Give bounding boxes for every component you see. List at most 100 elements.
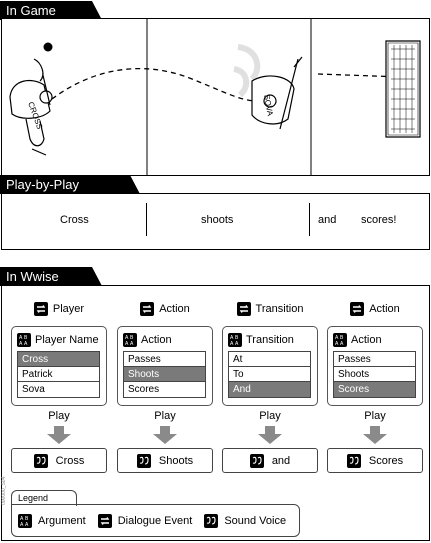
- sound-voice-icon: [346, 453, 361, 468]
- legend-item-sound-voice: Sound Voice: [204, 513, 287, 528]
- in-game-panel: CROSS SOVA: [1, 18, 430, 176]
- argument-option[interactable]: Cross: [18, 352, 99, 367]
- play-label: Play: [364, 410, 386, 422]
- card-title: Action: [351, 334, 382, 346]
- result-label: Scores: [368, 454, 404, 467]
- argument-option[interactable]: Shoots: [124, 367, 205, 382]
- result-label: and: [271, 454, 291, 467]
- svg-text:A: A: [125, 335, 129, 341]
- argument-option[interactable]: Shoots: [334, 367, 415, 382]
- down-arrow-icon: [258, 426, 282, 444]
- column-header-label: Transition: [255, 303, 304, 315]
- argument-option[interactable]: Passes: [334, 352, 415, 367]
- argument-option[interactable]: Patrick: [18, 367, 99, 382]
- argument-option[interactable]: To: [229, 367, 310, 382]
- section-title: In Wwise: [6, 269, 59, 284]
- play-label: Play: [48, 410, 70, 422]
- sound-voice-icon: [249, 453, 264, 468]
- column-header: Player: [11, 298, 107, 320]
- sound-voice-result: Shoots: [117, 448, 213, 473]
- sound-voice-icon: [204, 513, 219, 528]
- argument-option[interactable]: And: [229, 382, 310, 397]
- legend-label: Argument: [38, 514, 86, 527]
- svg-text:A: A: [235, 341, 239, 347]
- svg-text:B: B: [24, 335, 28, 341]
- svg-text:A: A: [20, 522, 24, 528]
- column-header-label: Action: [369, 303, 400, 315]
- svg-text:A: A: [230, 341, 234, 347]
- column-header-label: Action: [159, 303, 190, 315]
- pbp-word: and: [318, 214, 337, 226]
- result-label: Shoots: [158, 454, 194, 467]
- svg-text:A: A: [20, 516, 24, 522]
- card-title: Action: [141, 334, 172, 346]
- sound-voice-icon: [136, 453, 151, 468]
- svg-text:SOVA: SOVA: [262, 94, 275, 118]
- dialogue-event-icon: [97, 513, 112, 528]
- legend-label: Dialogue Event: [117, 514, 193, 527]
- svg-text:B: B: [25, 516, 29, 522]
- argument-option[interactable]: Scores: [128, 384, 160, 395]
- figure-id: 000000_S04: [1, 476, 7, 505]
- svg-text:A: A: [230, 335, 234, 341]
- section-tab-in-wwise: In Wwise: [0, 267, 102, 286]
- svg-text:A: A: [19, 335, 23, 341]
- svg-text:A: A: [19, 341, 23, 347]
- column-header-label: Player: [52, 303, 85, 315]
- dialogue-event-icon: [140, 302, 155, 316]
- argument-option[interactable]: Passes: [124, 352, 205, 367]
- svg-text:A: A: [24, 341, 28, 347]
- svg-text:A: A: [130, 341, 134, 347]
- column-header: Action: [327, 298, 423, 320]
- goal-net: [385, 40, 421, 138]
- svg-text:A: A: [125, 341, 129, 347]
- legend-label: Sound Voice: [224, 514, 287, 527]
- argument-option[interactable]: Sova: [22, 384, 45, 395]
- column-header: Transition: [222, 298, 318, 320]
- section-tab-in-game: In Game: [0, 1, 102, 20]
- play-by-play-panel: [1, 193, 430, 250]
- svg-text:B: B: [340, 335, 344, 341]
- play-label: Play: [154, 410, 176, 422]
- svg-text:A: A: [335, 335, 339, 341]
- legend-item-dialogue-event: Dialogue Event: [97, 513, 193, 528]
- section-title: Play-by-Play: [6, 177, 79, 192]
- pbp-word: scores!: [361, 214, 397, 226]
- legend-title: Legend: [18, 493, 49, 503]
- sound-voice-icon: [33, 453, 48, 468]
- divider: [309, 203, 310, 236]
- down-arrow-icon: [363, 426, 387, 444]
- svg-text:B: B: [130, 335, 134, 341]
- pbp-word: shoots: [201, 214, 234, 226]
- divider: [146, 203, 147, 236]
- argument-option[interactable]: At: [229, 352, 310, 367]
- card-title: Transition: [246, 334, 294, 346]
- dialogue-event-icon: [350, 302, 365, 316]
- section-title: In Game: [6, 3, 56, 18]
- puck-icon: [43, 42, 53, 52]
- pbp-word: Cross: [60, 214, 89, 226]
- down-arrow-icon: [47, 426, 71, 444]
- sound-voice-result: Scores: [327, 448, 423, 473]
- result-label: Cross: [55, 454, 85, 467]
- play-label: Play: [259, 410, 281, 422]
- svg-text:A: A: [335, 341, 339, 347]
- column-header: Action: [117, 298, 213, 320]
- svg-text:B: B: [235, 335, 239, 341]
- dialogue-event-icon: [236, 302, 251, 316]
- argument-option[interactable]: Scores: [334, 382, 415, 397]
